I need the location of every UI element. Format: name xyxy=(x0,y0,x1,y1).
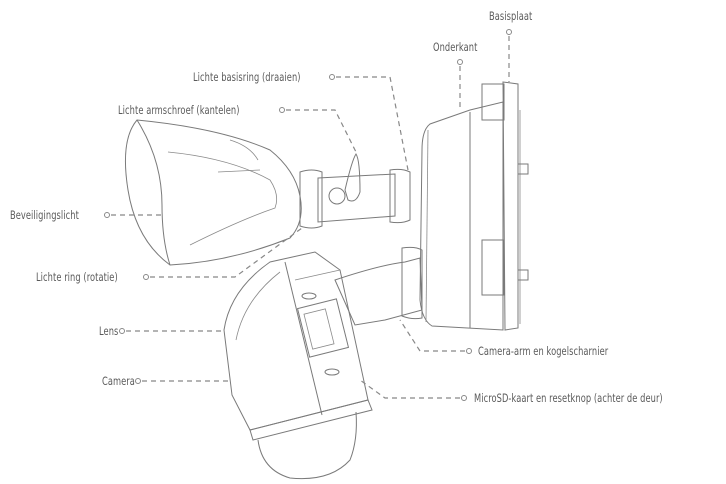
camera-drawing xyxy=(223,251,373,480)
leader-lines xyxy=(104,29,512,401)
label-lichte-ring: Lichte ring (rotatie) xyxy=(36,270,118,284)
base-plate-drawing xyxy=(419,81,529,331)
label-basisplaat: Basisplaat xyxy=(489,9,533,23)
label-lichte-basisring: Lichte basisring (draaien) xyxy=(193,70,301,84)
label-onderkant: Onderkant xyxy=(433,40,478,54)
label-lichte-armschroef: Lichte armschroef (kantelen) xyxy=(118,103,240,117)
label-camera: Camera xyxy=(102,374,135,388)
camera-arm-drawing xyxy=(334,246,423,326)
light-arm-drawing xyxy=(299,153,411,229)
label-lens: Lens xyxy=(99,324,119,338)
label-camera-arm: Camera-arm en kogelscharnier xyxy=(478,344,609,358)
label-beveiligingslicht: Beveiligingslicht xyxy=(10,208,79,222)
label-microsd: MicroSD-kaart en resetknop (achter de de… xyxy=(474,391,663,405)
security-light-drawing xyxy=(124,119,302,266)
